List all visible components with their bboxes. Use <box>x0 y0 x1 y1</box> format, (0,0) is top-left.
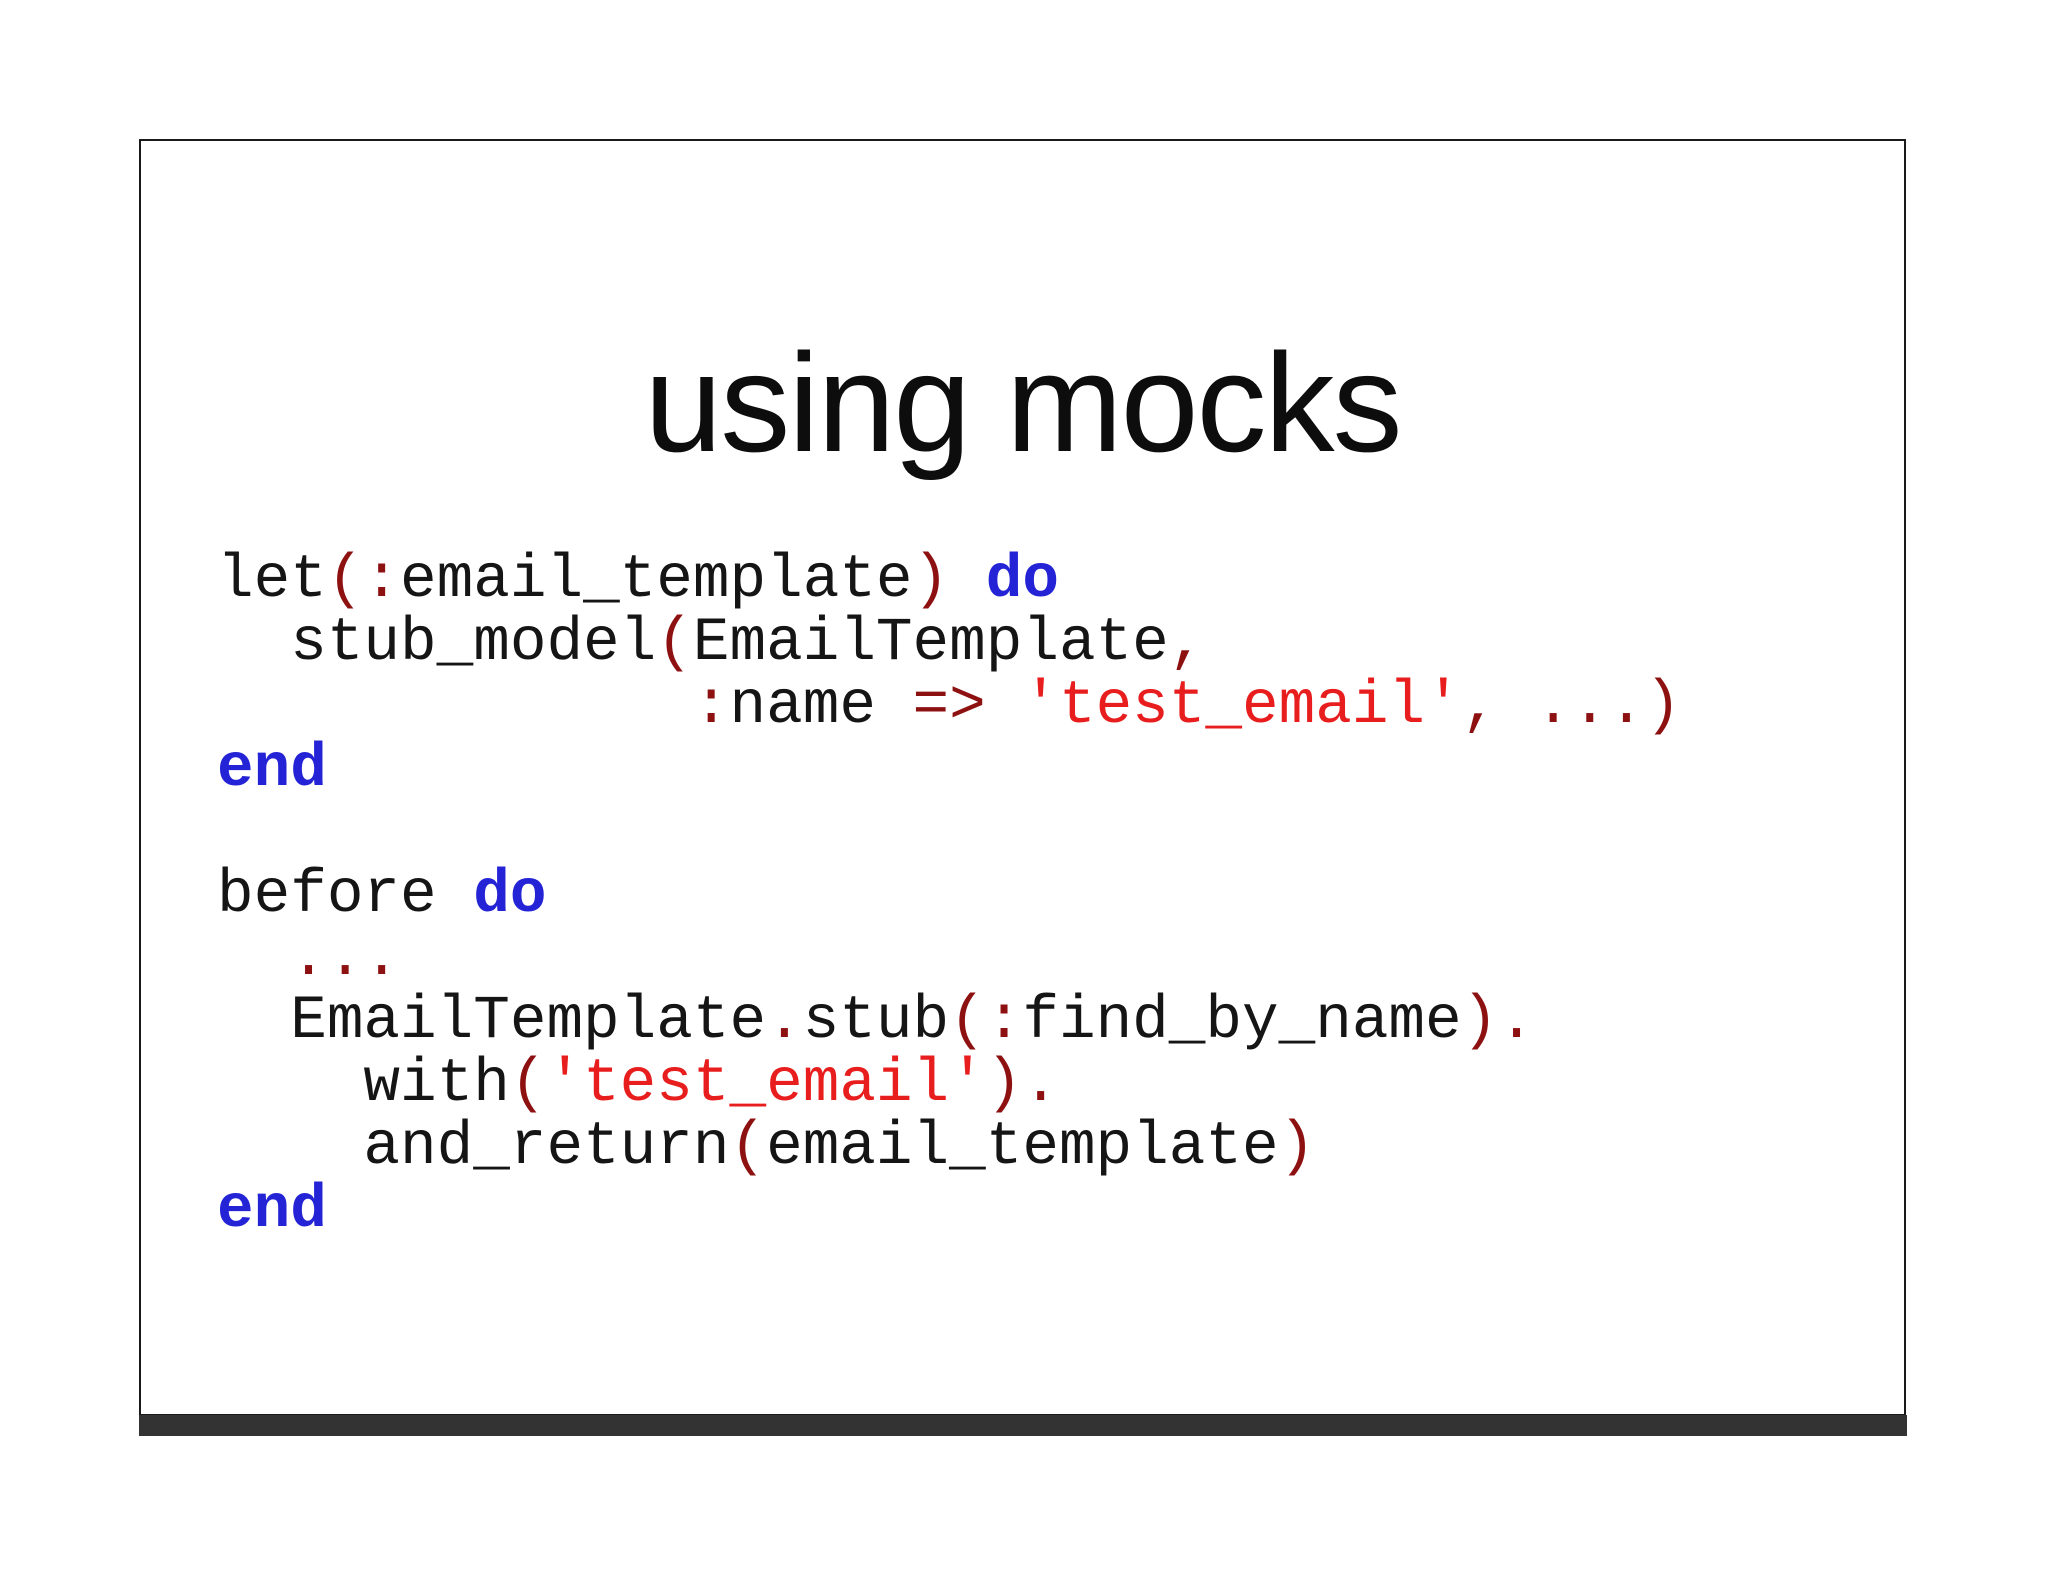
code-token-plain: let <box>217 546 327 615</box>
slide-shadow-bar <box>139 1415 1907 1436</box>
code-token-punct: , ...) <box>1461 672 1682 741</box>
code-token-plain: find_by_name <box>1022 987 1462 1056</box>
code-token-plain: stub_model <box>217 609 657 678</box>
code-token-punct: ( <box>509 1050 547 1119</box>
code-token-punct: (: <box>326 546 401 615</box>
code-token-keyword: end <box>217 1176 327 1245</box>
code-token-keyword: do <box>985 546 1059 615</box>
code-token-plain: name <box>729 672 913 741</box>
code-token-plain: and_return <box>217 1113 730 1182</box>
code-token-plain <box>986 672 1023 741</box>
code-token-punct: => <box>912 672 986 741</box>
code-token-punct: : <box>692 672 730 741</box>
code-line: and_return(email_template) <box>217 1116 1681 1179</box>
code-token-punct: ... <box>290 924 401 993</box>
code-token-plain <box>217 924 290 993</box>
code-token-keyword: end <box>217 735 327 804</box>
code-token-punct: ) <box>1278 1113 1316 1182</box>
code-line: :name => 'test_email', ...) <box>217 675 1681 738</box>
code-line: end <box>217 738 1681 801</box>
code-token-punct: ). <box>985 1050 1059 1119</box>
code-token-string: 'test_email' <box>546 1050 986 1119</box>
code-token-string: 'test_email' <box>1022 672 1462 741</box>
code-token-punct: ) <box>912 546 950 615</box>
code-line <box>217 801 1681 864</box>
code-token-plain: email_template <box>400 546 913 615</box>
slide-title: using mocks <box>644 324 1402 481</box>
code-token-plain: stub <box>802 987 950 1056</box>
code-line: EmailTemplate.stub(:find_by_name). <box>217 990 1681 1053</box>
code-line: end <box>217 1179 1681 1242</box>
code-token-plain: email_template <box>766 1113 1279 1182</box>
code-token-punct: (: <box>949 987 1023 1056</box>
code-token-punct: ( <box>729 1113 767 1182</box>
code-line: before do <box>217 864 1681 927</box>
code-token-plain: EmailTemplate <box>692 609 1169 678</box>
code-token-punct: ). <box>1461 987 1535 1056</box>
code-token-punct: ( <box>656 609 693 678</box>
slide: using mocks let(:email_template) do stub… <box>139 139 1906 1416</box>
code-token-punct: , <box>1168 609 1206 678</box>
code-token-plain: before <box>217 861 474 930</box>
code-block: let(:email_template) do stub_model(Email… <box>217 549 1681 1242</box>
code-line: let(:email_template) do <box>217 549 1681 612</box>
code-line: with('test_email'). <box>217 1053 1681 1116</box>
code-token-keyword: do <box>473 861 547 930</box>
code-token-punct: . <box>766 987 803 1056</box>
code-line: stub_model(EmailTemplate, <box>217 612 1681 675</box>
code-line: ... <box>217 927 1681 990</box>
code-token-plain <box>949 546 986 615</box>
code-token-plain <box>217 672 693 741</box>
code-token-plain: EmailTemplate <box>217 987 767 1056</box>
code-token-plain: with <box>217 1050 510 1119</box>
